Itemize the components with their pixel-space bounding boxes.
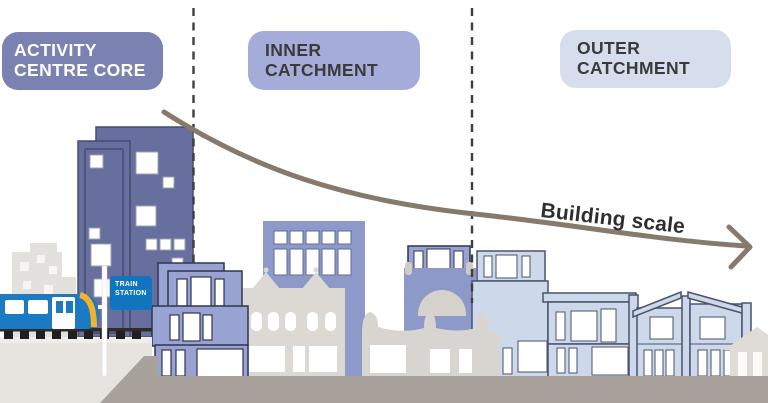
zone-label-line: ACTIVITY xyxy=(14,40,97,61)
heritage-building xyxy=(240,267,345,377)
suburban-house xyxy=(724,327,768,377)
zone-label-line: CENTRE CORE xyxy=(14,60,146,80)
zone-label-line: INNER xyxy=(265,39,322,60)
zone-label-outer-catchment: OUTER CATCHMENT xyxy=(560,30,731,88)
zone-label-line: OUTER xyxy=(577,38,641,59)
heritage-shopfront xyxy=(362,312,500,377)
station-building xyxy=(151,262,249,378)
street-ground xyxy=(100,356,768,403)
zone-label-line: CATCHMENT xyxy=(265,59,379,80)
zone-label-line: CATCHMENT xyxy=(577,58,691,78)
townhouse-left xyxy=(632,290,685,378)
zone-label-activity-centre-core: ACTIVITY CENTRE CORE xyxy=(2,32,163,90)
train xyxy=(0,292,99,329)
train-station-sign-line: STATION xyxy=(115,289,147,297)
train-station-sign: TRAIN STATION xyxy=(110,276,152,310)
arrowhead-icon xyxy=(726,224,753,270)
pale-blue-shop xyxy=(542,292,639,378)
train-station-sign-line: TRAIN xyxy=(115,281,138,288)
building-scale-arrow xyxy=(161,109,753,270)
sign-pole xyxy=(98,265,108,377)
zone-label-inner-catchment: INNER CATCHMENT xyxy=(248,31,420,90)
